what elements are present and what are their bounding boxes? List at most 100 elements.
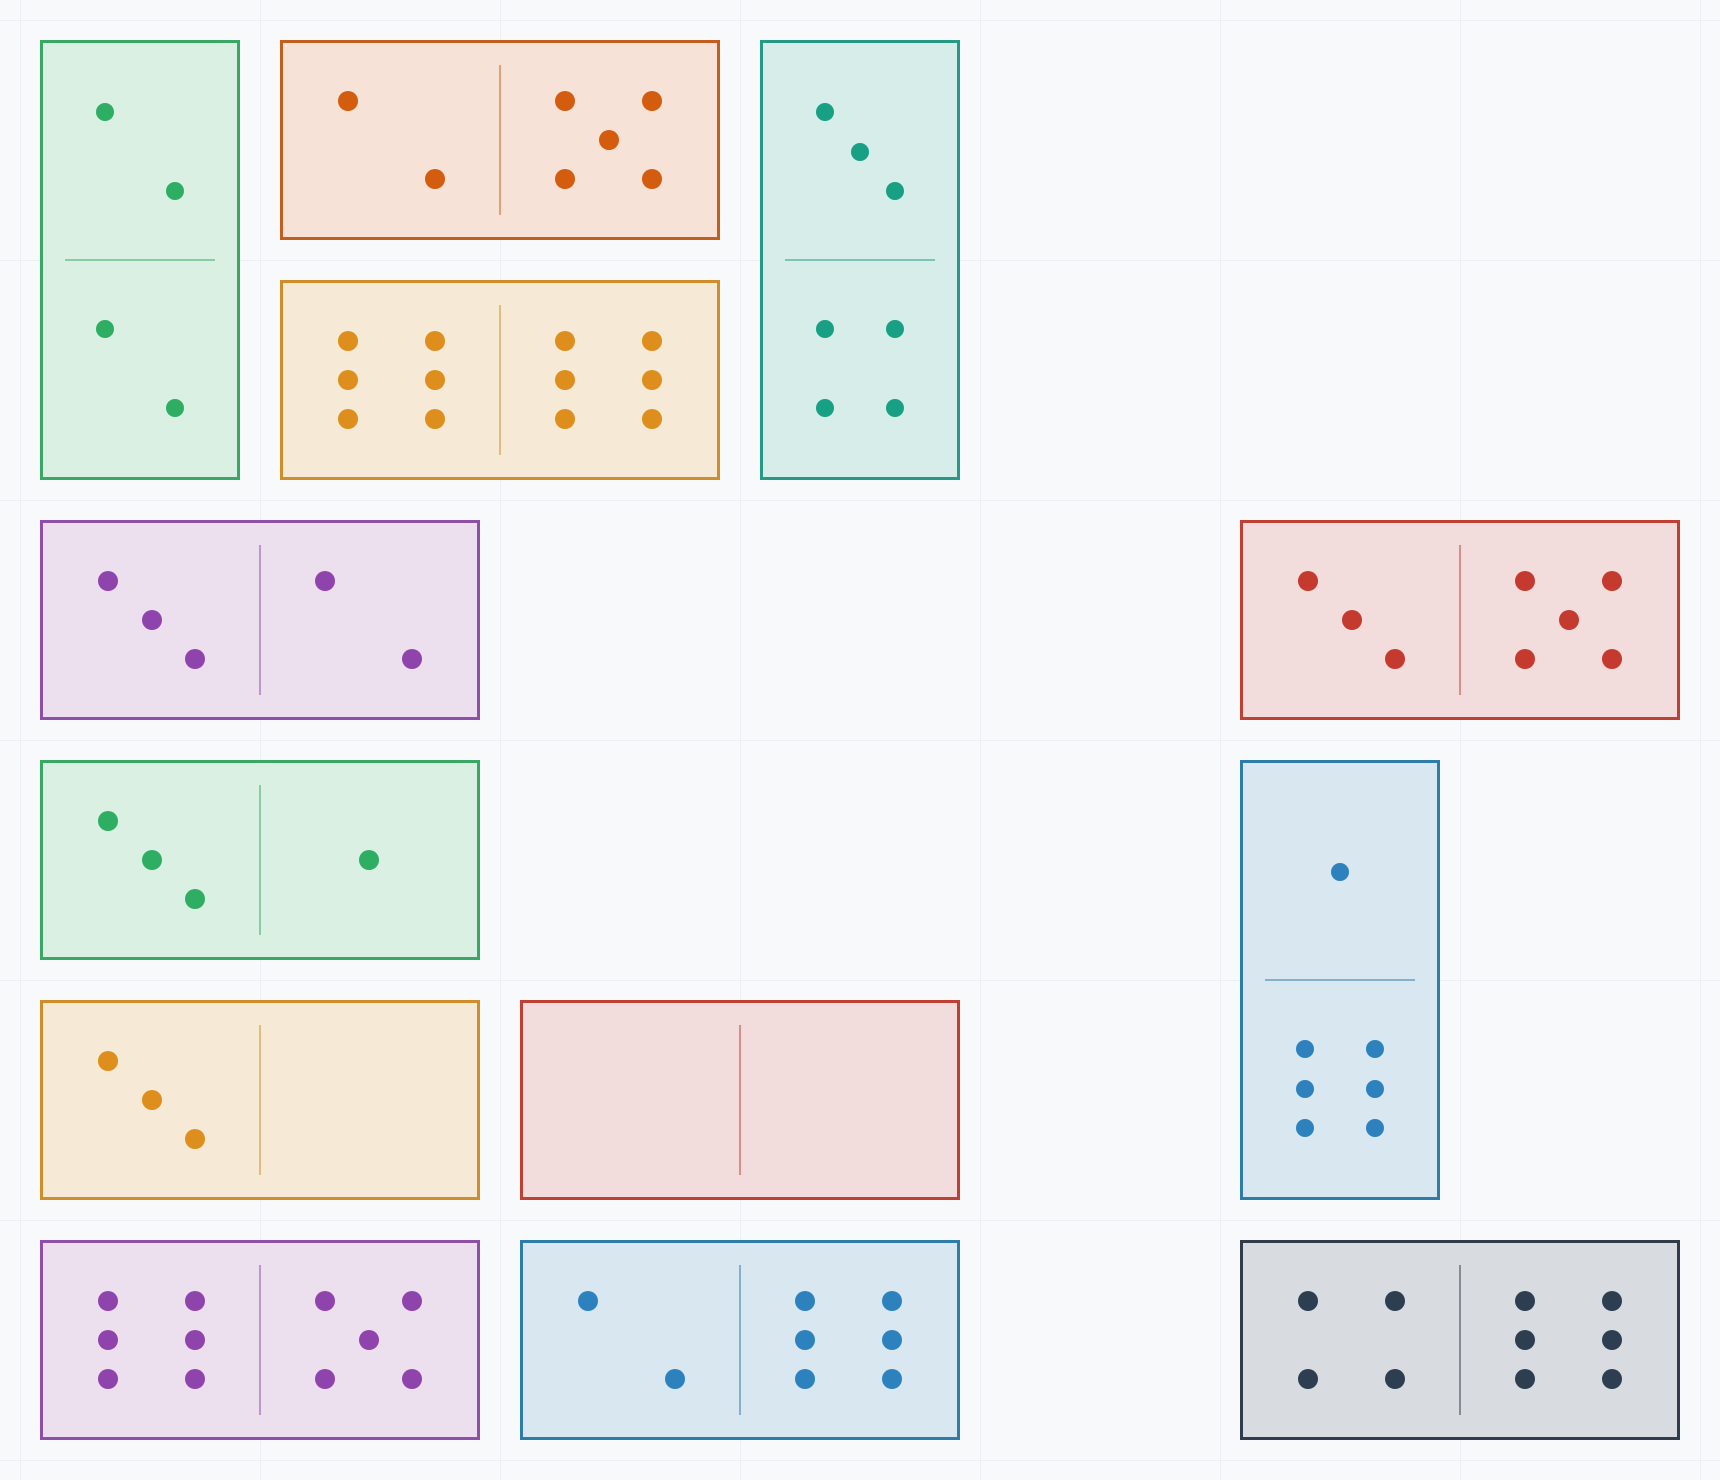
domino-half-second-6 [1460, 1243, 1677, 1437]
pip-dot [424, 331, 445, 352]
domino-tile-3-2[interactable] [40, 520, 480, 720]
domino-divider [1459, 1265, 1461, 1415]
domino-half-second-4 [763, 260, 957, 477]
pip-dot [1384, 1368, 1405, 1389]
pip-dot [96, 103, 115, 122]
pip-dot [1601, 648, 1622, 669]
pip-dot [184, 1368, 205, 1389]
pip-dot [641, 408, 662, 429]
pip-dot [555, 408, 576, 429]
domino-half-second-6 [1243, 980, 1437, 1197]
pip-dot [1515, 1291, 1536, 1312]
pip-dot [1558, 610, 1579, 630]
pip-dot [1296, 1118, 1315, 1137]
domino-tile-2-5[interactable] [280, 40, 720, 240]
domino-half-first-6 [43, 1243, 260, 1437]
pip-dot [98, 1368, 119, 1389]
pip-dot [184, 1128, 205, 1149]
domino-half-second-0 [260, 1003, 477, 1197]
pip-dot [816, 320, 835, 339]
pip-dot [1515, 571, 1536, 592]
pip-dot [424, 370, 445, 390]
pip-dot [1365, 1040, 1384, 1059]
pip-dot [555, 91, 576, 112]
domino-divider [259, 1265, 261, 1415]
pip-dot [1298, 1368, 1319, 1389]
pip-dot [141, 850, 162, 870]
pip-dot [555, 168, 576, 189]
pip-dot [1601, 1330, 1622, 1350]
pip-dot [165, 398, 184, 417]
pip-dot [598, 130, 619, 150]
pip-dot [184, 888, 205, 909]
domino-half-first-4 [1243, 1243, 1460, 1437]
pip-dot [315, 1291, 336, 1312]
pip-dot [165, 181, 184, 200]
pip-dot [881, 1330, 902, 1350]
pip-dot [641, 91, 662, 112]
domino-half-first-0 [523, 1003, 740, 1197]
domino-half-first-2 [43, 43, 237, 260]
domino-half-second-6 [740, 1243, 957, 1437]
domino-half-first-3 [43, 1003, 260, 1197]
pip-dot [1298, 571, 1319, 592]
domino-tile-2-6[interactable] [520, 1240, 960, 1440]
pip-dot [98, 1291, 119, 1312]
domino-half-first-3 [1243, 523, 1460, 717]
pip-dot [141, 610, 162, 630]
pip-dot [885, 398, 904, 417]
domino-tile-2-2[interactable] [40, 40, 240, 480]
pip-dot [98, 571, 119, 592]
pip-dot [358, 850, 379, 870]
pip-dot [664, 1368, 685, 1389]
domino-tile-3-0[interactable] [40, 1000, 480, 1200]
domino-tile-3-4[interactable] [760, 40, 960, 480]
pip-dot [1296, 1040, 1315, 1059]
domino-half-second-5 [500, 43, 717, 237]
domino-half-first-3 [43, 763, 260, 957]
domino-half-second-5 [260, 1243, 477, 1437]
pip-dot [184, 648, 205, 669]
domino-tile-4-6[interactable] [1240, 1240, 1680, 1440]
pip-dot [315, 1368, 336, 1389]
pip-dot [338, 91, 359, 112]
pip-dot [1296, 1079, 1315, 1098]
pip-dot [98, 1330, 119, 1350]
pip-dot [1384, 1291, 1405, 1312]
domino-tile-6-6[interactable] [280, 280, 720, 480]
pip-dot [885, 181, 904, 200]
pip-dot [1298, 1291, 1319, 1312]
pip-dot [555, 331, 576, 352]
domino-divider [739, 1265, 741, 1415]
pip-dot [1365, 1118, 1384, 1137]
domino-divider [259, 545, 261, 695]
pip-dot [338, 331, 359, 352]
pip-dot [1515, 1368, 1536, 1389]
pip-dot [424, 408, 445, 429]
pip-dot [401, 648, 422, 669]
domino-tile-0-0[interactable] [520, 1000, 960, 1200]
pip-dot [1601, 1368, 1622, 1389]
domino-divider [259, 785, 261, 935]
domino-half-second-2 [43, 260, 237, 477]
domino-tile-1-6[interactable] [1240, 760, 1440, 1200]
pip-dot [816, 103, 835, 122]
domino-half-first-2 [283, 43, 500, 237]
domino-half-second-5 [1460, 523, 1677, 717]
pip-dot [641, 168, 662, 189]
pip-dot [184, 1291, 205, 1312]
domino-half-first-1 [1243, 763, 1437, 980]
domino-tile-3-5[interactable] [1240, 520, 1680, 720]
pip-dot [578, 1291, 599, 1312]
pip-dot [96, 320, 115, 339]
pip-dot [851, 142, 869, 161]
domino-divider [1265, 979, 1415, 981]
domino-divider [259, 1025, 261, 1175]
domino-tile-6-5[interactable] [40, 1240, 480, 1440]
domino-divider [499, 305, 501, 455]
pip-dot [1331, 862, 1349, 881]
pip-dot [555, 370, 576, 390]
domino-tile-3-1[interactable] [40, 760, 480, 960]
pip-dot [881, 1368, 902, 1389]
